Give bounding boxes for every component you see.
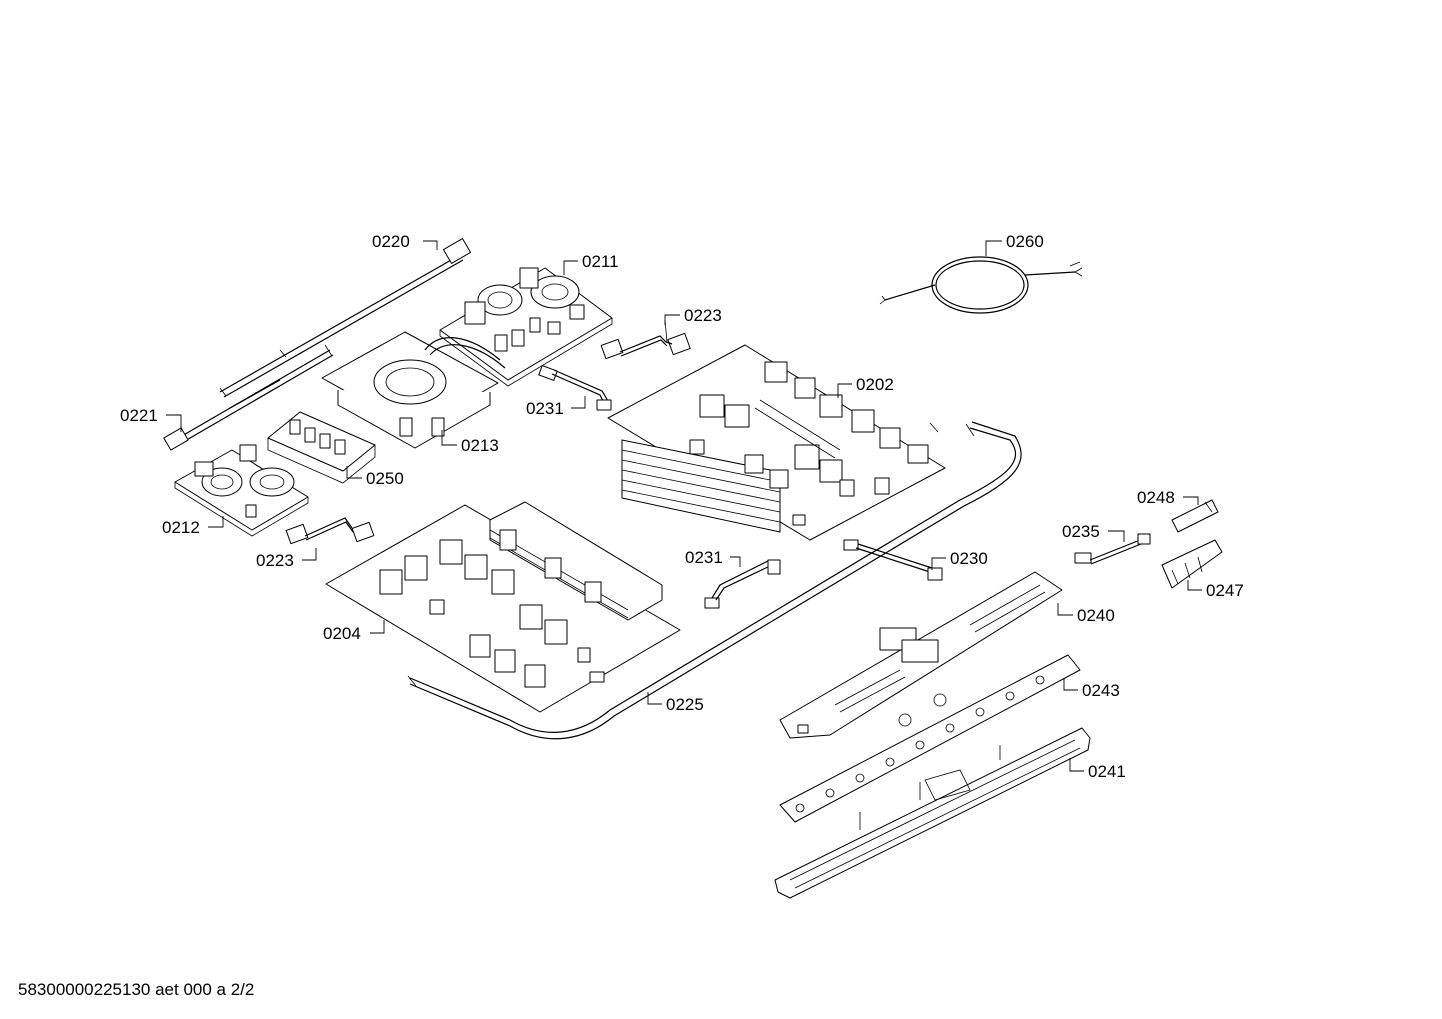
callout-0204: 0204 <box>323 624 361 643</box>
part-0248-sensor-plate[interactable] <box>1171 499 1219 533</box>
part-0223-connector-cable-lower[interactable] <box>285 517 375 545</box>
part-0243-membrane[interactable] <box>779 654 1081 823</box>
callout-0213: 0213 <box>461 436 499 455</box>
part-0212-power-board[interactable] <box>174 444 309 537</box>
part-0223-connector-cable-upper[interactable] <box>600 319 691 360</box>
part-0221-cable[interactable] <box>163 344 334 451</box>
document-id: 58300000225130 aet 000 a 2/2 <box>18 980 255 999</box>
callout-0250: 0250 <box>366 469 404 488</box>
callout-0223-upper: 0223 <box>684 306 722 325</box>
part-0250-filter-module[interactable] <box>267 411 376 484</box>
callout-0225: 0225 <box>666 695 704 714</box>
part-0231-ribbon-lower[interactable] <box>704 559 781 609</box>
callout-0220: 0220 <box>372 232 410 251</box>
leader-lines <box>166 240 1202 772</box>
part-0202-main-board[interactable] <box>607 344 946 541</box>
callout-0248: 0248 <box>1137 488 1175 507</box>
part-0225-frame-wire[interactable] <box>407 421 1022 740</box>
part-0213-induction-coil-unit[interactable] <box>321 331 506 449</box>
callout-0260: 0260 <box>1006 232 1044 251</box>
part-0235-cable[interactable] <box>1074 533 1151 565</box>
callout-0243: 0243 <box>1082 681 1120 700</box>
callout-0221: 0221 <box>120 406 158 425</box>
part-0230-ribbon[interactable] <box>843 539 943 581</box>
callout-0202: 0202 <box>856 375 894 394</box>
callout-0240: 0240 <box>1077 606 1115 625</box>
part-0240-control-pcb[interactable] <box>779 571 1063 739</box>
callout-labels: 0220 0211 0260 0223 0202 0231 0221 0213 … <box>120 232 1244 781</box>
callout-0212: 0212 <box>162 518 200 537</box>
part-0247-holder[interactable] <box>1161 539 1223 589</box>
callout-0231-lower: 0231 <box>685 548 723 567</box>
part-0241-frame[interactable] <box>774 727 1091 899</box>
callout-0223-lower: 0223 <box>256 551 294 570</box>
callout-0230: 0230 <box>950 549 988 568</box>
part-0260-power-cord[interactable] <box>879 256 1083 314</box>
callout-0247: 0247 <box>1206 581 1244 600</box>
part-0204-power-board[interactable] <box>325 501 681 713</box>
callout-0231-upper: 0231 <box>526 399 564 418</box>
callout-0211: 0211 <box>582 252 619 271</box>
callout-0235: 0235 <box>1062 522 1100 541</box>
part-0231-ribbon-upper[interactable] <box>538 365 612 411</box>
part-0220-cable[interactable] <box>219 238 472 398</box>
callout-0241: 0241 <box>1088 762 1126 781</box>
